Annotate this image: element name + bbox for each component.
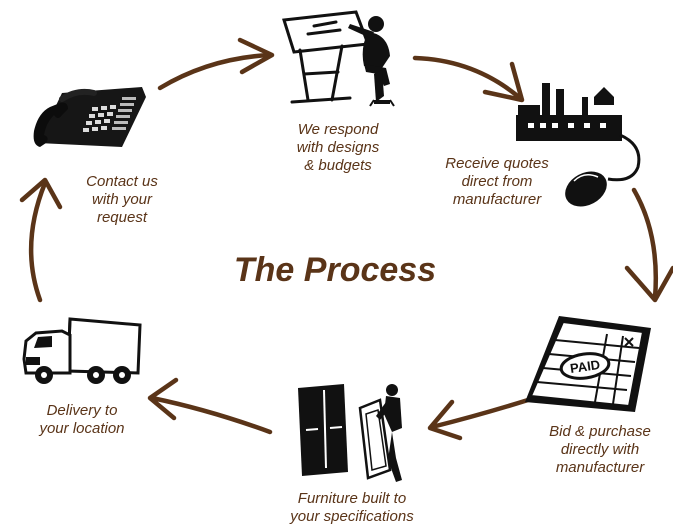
delivery-truck-icon [22,317,142,384]
arrow-bid-to-furniture [427,397,531,441]
furniture-carrier-icon [298,384,402,482]
arrow-delivery-to-contact [19,177,63,303]
diagram-title: The Process [233,251,437,289]
factory-mouse-icon [516,83,641,207]
arrow-design-to-quotes [412,55,525,103]
telephone-icon [33,87,146,147]
drafting-table-icon [282,10,395,107]
arrow-furniture-to-delivery [147,377,273,435]
arrow-contact-to-design [157,37,275,91]
arrow-quotes-to-bid [624,187,673,303]
paid-invoice-icon: PAID [525,316,651,412]
svg-text:PAID: PAID [569,357,601,376]
